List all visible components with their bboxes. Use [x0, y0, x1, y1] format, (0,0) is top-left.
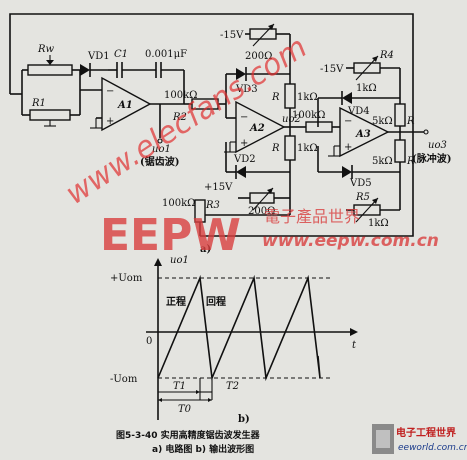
r1-resistor: [29, 109, 71, 121]
rw-resistor: [27, 64, 73, 76]
neg15v-top-label: -15V: [220, 30, 244, 41]
a2-opamp: [235, 100, 286, 154]
a3-label: A3: [355, 129, 371, 140]
r5-label: R5: [355, 192, 370, 203]
r-upper-value: 1kΩ: [297, 92, 318, 103]
r-5k-upper-label: R: [406, 116, 415, 127]
vd1-label: VD1: [87, 51, 110, 62]
uo2-label: uo2: [282, 114, 301, 125]
waveform-plot: uo1 t 0 +Uom -Uom T1 T2 T0 正程 回程 b): [110, 255, 358, 425]
vd5-label: VD5: [349, 178, 372, 189]
eepw-cn-watermark: 電子產品世界: [264, 207, 360, 226]
r1-label: R1: [31, 98, 46, 109]
r-upper-label: R: [271, 92, 280, 103]
t0-label: T0: [178, 404, 192, 415]
vd2-diode: [236, 166, 246, 178]
svg-text:−: −: [240, 112, 248, 123]
svg-text:+: +: [240, 138, 248, 149]
uo1-label: uo1: [152, 144, 171, 155]
vd1-diode: [80, 64, 90, 76]
top-pot-value: 200Ω: [245, 51, 272, 62]
neg15v-right-label: -15V: [320, 64, 344, 75]
r3-value: 100kΩ: [162, 198, 195, 209]
eeworld-logo: 电子工程世界 eeworld.com.cn: [372, 424, 467, 454]
vd4-diode: [342, 92, 352, 104]
eepw-url-watermark: www.eepw.com.cn: [262, 231, 439, 251]
bottom-pot-resistor: [249, 192, 275, 204]
r-upper-resistor: [284, 83, 296, 109]
c-value-label: 0.001μF: [145, 49, 187, 60]
r3-resistor: [194, 199, 206, 223]
neg-level-label: -Uom: [110, 374, 138, 385]
a2-label: A2: [249, 123, 265, 134]
vd4-label: VD4: [347, 106, 370, 117]
pos15v-label: +15V: [204, 182, 233, 193]
circuit-schematic: Rw VD1 C1 0.001μF R1 − + A1: [9, 13, 451, 255]
svg-text:+: +: [106, 116, 114, 127]
vd5-diode: [342, 166, 352, 178]
logo-cn-text: 电子工程世界: [396, 426, 456, 439]
r5-value: 1kΩ: [368, 218, 389, 229]
link-resistor: [305, 121, 333, 133]
rw-label: Rw: [37, 44, 55, 55]
r-lower-value: 1kΩ: [297, 143, 318, 154]
vd3-diode: [236, 68, 246, 80]
r3-label: R3: [205, 200, 220, 211]
svg-text:−: −: [106, 86, 114, 97]
svg-text:+: +: [344, 142, 352, 153]
r-lower-label: R: [271, 143, 280, 154]
r-5k-upper: [394, 103, 406, 127]
c1-label: C1: [114, 49, 128, 60]
t2-label: T2: [226, 381, 239, 392]
r-5k-lower-value: 5kΩ: [372, 156, 393, 167]
a3-opamp: [339, 106, 390, 158]
bottom-pot-value: 200Ω: [248, 206, 275, 217]
svg-text:−: −: [344, 116, 352, 127]
outer-feedback-wire: [9, 13, 414, 237]
a1-opamp: [101, 76, 152, 132]
uo3-label: uo3: [428, 140, 447, 151]
sawtooth-trace: [157, 274, 321, 382]
r-5k-lower: [394, 139, 406, 163]
vd3-label: VD3: [235, 84, 258, 95]
subfigure-a-label: a): [200, 244, 211, 255]
r4-value: 1kΩ: [356, 83, 377, 94]
link-resistor-value: 100kΩ: [292, 110, 325, 121]
pos-level-label: +Uom: [110, 273, 143, 284]
r-5k-upper-value: 5kΩ: [372, 116, 393, 127]
eepw-watermark: EEPW: [100, 210, 241, 261]
hui-cheng-label: 回程: [206, 295, 226, 308]
caption-line-1: 图5-3-40 实用高精度锯齿波发生器: [116, 429, 261, 441]
r-lower-resistor: [284, 135, 296, 161]
a1-label: A1: [117, 100, 133, 111]
logo-url-text: eeworld.com.cn: [398, 443, 467, 453]
r2-value: 100kΩ: [164, 90, 197, 101]
r4-label: R4: [379, 50, 394, 61]
r-5k-lower-label: R: [406, 156, 415, 167]
subfigure-b-label: b): [238, 414, 250, 425]
y-axis-label: uo1: [170, 255, 189, 266]
vd2-label: VD2: [233, 154, 256, 165]
top-pot-resistor: [249, 28, 277, 40]
zheng-cheng-label: 正程: [166, 295, 186, 308]
r2-label: R2: [172, 112, 187, 123]
x-axis-label: t: [352, 340, 357, 351]
caption-line-2: a) 电路图 b) 输出波形图: [152, 443, 254, 455]
uo3-name: (脉冲波): [412, 152, 451, 165]
t1-label: T1: [173, 381, 186, 392]
origin-label: 0: [146, 336, 152, 347]
uo1-name: (锯齿波): [140, 155, 179, 168]
